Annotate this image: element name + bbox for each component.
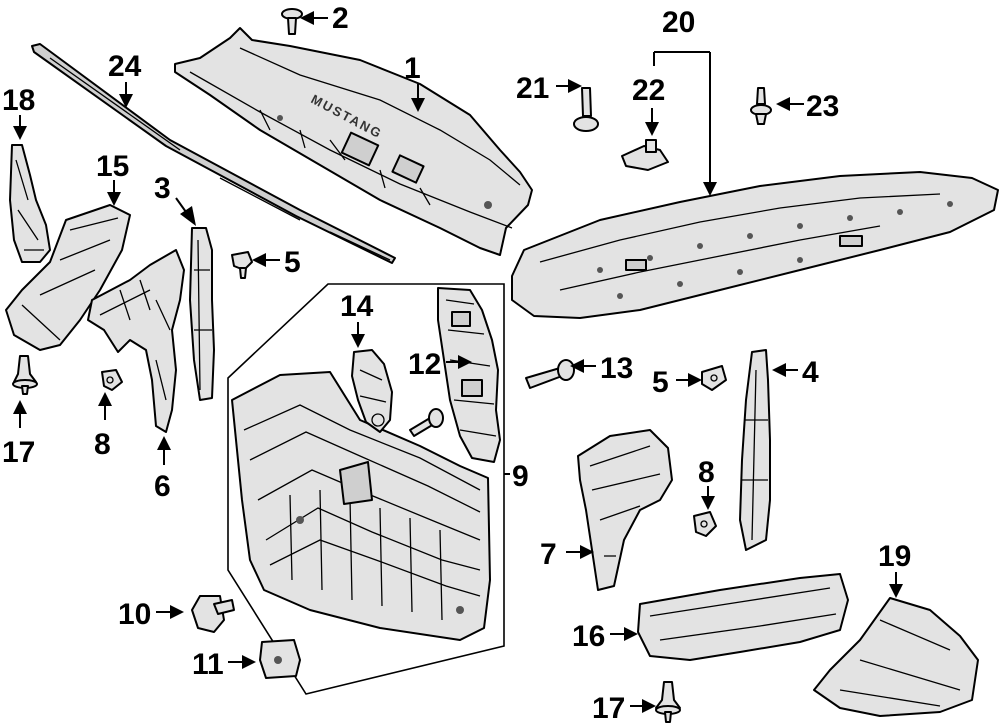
callout-8-right: 8 (698, 456, 715, 489)
callout-13: 13 (600, 352, 633, 385)
leader-lines (13, 11, 903, 713)
part-3-seal (189, 227, 215, 401)
part-13-bolt (525, 359, 575, 389)
part-22-clip (621, 139, 669, 171)
callout-19: 19 (878, 540, 911, 573)
part-5-clip-left (231, 251, 253, 279)
callout-labels: 1 2 3 4 5 5 6 7 8 8 9 10 11 12 13 14 15 … (2, 2, 911, 725)
part-18-bracket (9, 144, 51, 263)
callout-5-right: 5 (652, 366, 669, 399)
part-6-air-guide (87, 249, 185, 433)
callout-15: 15 (96, 150, 129, 183)
part-bolt-in-box (409, 408, 444, 437)
callout-5-left: 5 (284, 246, 301, 279)
callout-7: 7 (540, 538, 557, 571)
callout-24: 24 (108, 50, 142, 83)
callout-1: 1 (404, 52, 421, 85)
part-21-bolt (573, 87, 599, 132)
callout-23: 23 (806, 90, 839, 123)
callout-20: 20 (662, 6, 695, 39)
part-4-seal (739, 349, 771, 551)
callout-4: 4 (802, 356, 819, 389)
part-17-clip-bottom (655, 681, 681, 723)
part-12-bracket (437, 287, 501, 463)
part-20-splash-shield (511, 171, 999, 319)
part-5-clip-right (701, 365, 727, 391)
callout-8-left: 8 (94, 428, 111, 461)
callout-3: 3 (154, 172, 171, 205)
callout-21: 21 (516, 72, 549, 105)
callout-17-bottom: 17 (592, 692, 625, 725)
part-17-clip-left (12, 355, 38, 395)
callout-22: 22 (632, 74, 665, 107)
callout-12: 12 (408, 348, 441, 381)
part-7-air-guide (577, 429, 673, 591)
callout-9: 9 (512, 460, 529, 493)
part-15-air-deflector (5, 204, 131, 351)
part-16-air-deflector (637, 573, 849, 661)
callout-14: 14 (340, 290, 374, 323)
part-1-radiator-cover: MUSTANG (174, 27, 533, 256)
callout-10: 10 (118, 598, 151, 631)
part-8-pin-left (101, 369, 123, 391)
part-9-shutter-assembly (227, 283, 505, 695)
part-19-deflector (813, 597, 979, 717)
callout-2: 2 (332, 2, 349, 35)
part-10-bolt (191, 595, 235, 633)
callout-16: 16 (572, 620, 605, 653)
part-23-push-pin (750, 87, 772, 125)
part-14-bracket (351, 349, 393, 433)
callout-6: 6 (154, 470, 171, 503)
part-8-pin-right (693, 511, 717, 537)
part-2-push-pin (281, 8, 303, 35)
callout-18: 18 (2, 84, 35, 117)
callout-17-left: 17 (2, 436, 35, 469)
part-11-nut-clip (259, 639, 301, 679)
callout-11: 11 (192, 648, 224, 681)
part-24-seal-strip (31, 43, 396, 264)
